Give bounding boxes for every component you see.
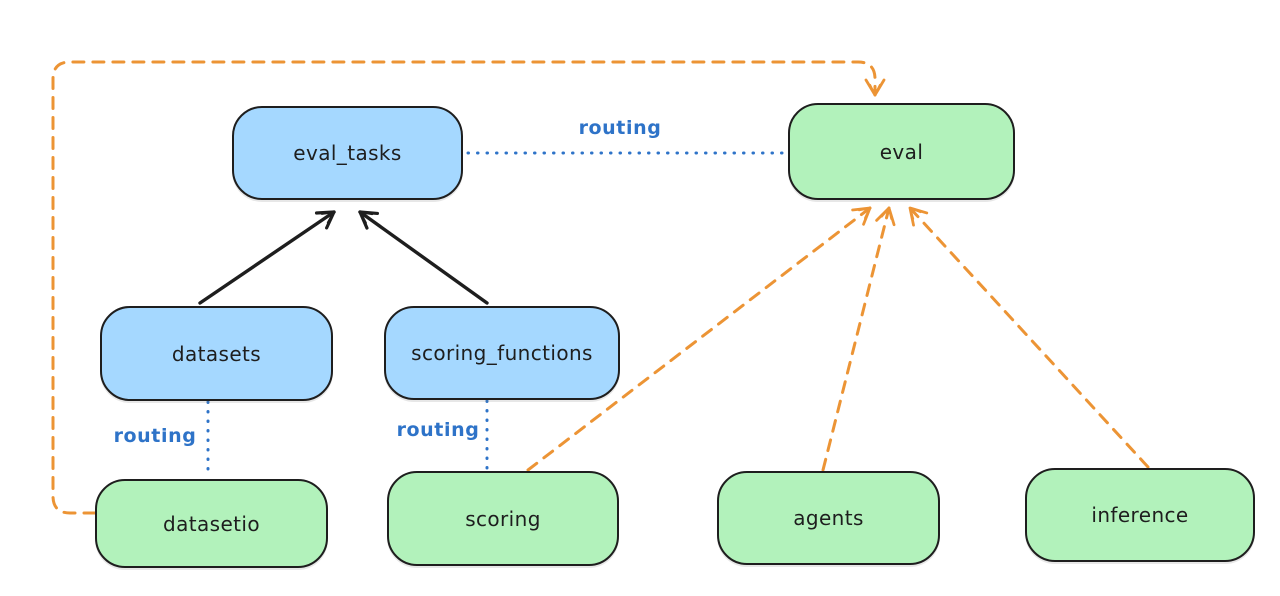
node-eval-tasks: eval_tasks xyxy=(232,106,463,200)
edge-scoring-functions-to-eval-tasks xyxy=(358,210,489,305)
node-eval-tasks-label: eval_tasks xyxy=(293,141,402,165)
node-datasetio: datasetio xyxy=(95,479,328,568)
edge-inference-to-eval xyxy=(908,206,1150,469)
node-agents: agents xyxy=(717,471,940,565)
edge-datasets-to-eval-tasks xyxy=(198,210,336,305)
node-scoring-label: scoring xyxy=(465,506,541,531)
node-scoring-functions-label: scoring_functions xyxy=(411,341,593,365)
node-inference-label: inference xyxy=(1091,503,1189,527)
edge-agents-to-eval xyxy=(821,206,896,472)
edge-scoring-to-eval xyxy=(526,206,872,472)
node-datasets: datasets xyxy=(100,306,333,401)
edge-datasetio-to-eval xyxy=(51,60,886,515)
node-inference: inference xyxy=(1025,468,1255,562)
node-datasetio-label: datasetio xyxy=(162,511,260,536)
node-eval: eval xyxy=(788,103,1015,200)
node-scoring: scoring xyxy=(387,471,619,566)
edge-label-routing-top: routing xyxy=(578,117,662,139)
edge-label-routing-datasets: routing xyxy=(113,425,197,447)
edge-label-routing-scoring: routing xyxy=(396,419,480,441)
node-agents-label: agents xyxy=(793,506,864,530)
node-eval-label: eval xyxy=(879,139,924,164)
node-scoring-functions: scoring_functions xyxy=(384,306,620,400)
node-datasets-label: datasets xyxy=(171,341,262,366)
